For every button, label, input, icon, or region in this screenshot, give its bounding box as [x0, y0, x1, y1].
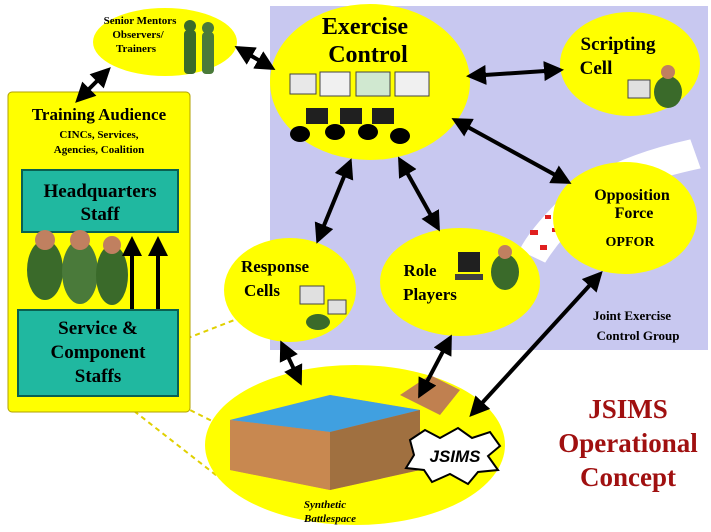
mentor-figures: [184, 20, 214, 74]
response-figure: [299, 285, 347, 330]
title-line1: JSIMS: [588, 394, 668, 424]
terrain-block: [230, 375, 460, 490]
response-cells-line2: Cells: [244, 281, 280, 300]
title-line2: Operational: [558, 428, 698, 458]
control-screens: [289, 71, 430, 144]
opfor-line2: Force: [615, 205, 654, 222]
component-staffs-line3: Staffs: [75, 366, 121, 387]
scripting-cell-line1: Scripting: [581, 34, 656, 55]
jsims-burst-label: JSIMS: [429, 447, 481, 466]
opfor-line1: Opposition: [594, 187, 670, 204]
battlespace-line1: Synthetic: [304, 499, 346, 511]
response-cells-line1: Response: [241, 257, 309, 276]
soldiers-illustration: [27, 230, 128, 305]
role-players-line2: Players: [403, 285, 457, 304]
hq-staff-line2: Staff: [80, 204, 120, 225]
opfor-ellipse: [553, 162, 697, 274]
training-audience-title: Training Audience: [32, 105, 167, 124]
exercise-control-line1: Exercise: [322, 14, 409, 40]
jecg-line1: Joint Exercise: [593, 308, 671, 323]
training-audience-sub1: CINCs, Services,: [59, 129, 138, 141]
hq-staff-line1: Headquarters: [44, 181, 157, 202]
title-line3: Concept: [580, 462, 676, 492]
component-staffs-box: [17, 309, 179, 397]
role-players-line1: Role: [403, 261, 437, 280]
opfor-line3: OPFOR: [606, 235, 656, 250]
scripting-cell-line2: Cell: [580, 58, 613, 79]
training-audience-sub2: Agencies, Coalition: [54, 144, 144, 156]
jsims-burst: [404, 426, 502, 486]
senior-mentors-ellipse: [93, 8, 237, 76]
senior-mentors-line3: Trainers: [116, 43, 157, 55]
senior-mentors-line2: Observers/: [112, 29, 164, 41]
component-staffs-line2: Component: [50, 342, 146, 363]
senior-mentors-line1: Senior Mentors: [104, 15, 178, 27]
flow-arrows: [75, 45, 603, 417]
component-staffs-line1: Service &: [58, 318, 138, 339]
scripting-figure: [627, 65, 682, 108]
exercise-control-line2: Control: [328, 42, 408, 68]
hq-up-arrows: [122, 236, 168, 310]
battlespace-line2: Battlespace: [303, 513, 356, 525]
hq-staff-box: [21, 169, 179, 233]
jecg-line2: Control Group: [597, 328, 680, 343]
